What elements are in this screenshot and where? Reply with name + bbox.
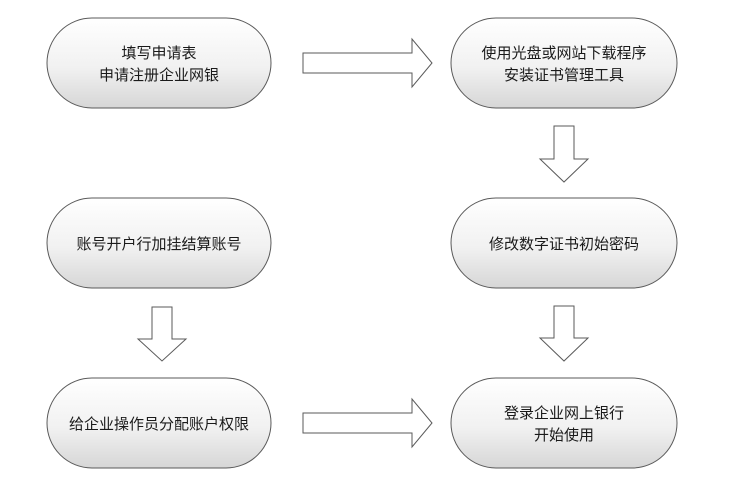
step-fill-form-line-1: 填写申请表 xyxy=(121,44,196,62)
step-fill-form-line-2: 申请注册企业网银 xyxy=(99,66,219,84)
step-fill-form: 填写申请表 申请注册企业网银 xyxy=(46,17,272,109)
step-bind-account: 账号开户行加挂结算账号 xyxy=(46,197,272,289)
step-install-tool: 使用光盘或网站下载程序 安装证书管理工具 xyxy=(450,17,678,109)
arrow-right-top xyxy=(302,37,433,89)
arrow-right-bottom xyxy=(302,397,433,449)
step-change-password-line-1: 修改数字证书初始密码 xyxy=(489,235,639,253)
step-bind-account-line-1: 账号开户行加挂结算账号 xyxy=(76,235,241,253)
step-install-tool-line-1: 使用光盘或网站下载程序 xyxy=(481,44,646,62)
step-login-bank-line-1: 登录企业网上银行 xyxy=(504,404,624,422)
step-install-tool-line-2: 安装证书管理工具 xyxy=(504,66,624,84)
step-login-bank-line-2: 开始使用 xyxy=(534,426,594,444)
step-login-bank: 登录企业网上银行 开始使用 xyxy=(450,377,678,469)
step-assign-permissions: 给企业操作员分配账户权限 xyxy=(46,377,272,469)
arrow-down-right-1 xyxy=(538,125,590,183)
step-assign-permissions-line-1: 给企业操作员分配账户权限 xyxy=(69,415,249,433)
arrow-down-left xyxy=(136,306,188,362)
step-change-password: 修改数字证书初始密码 xyxy=(450,197,678,289)
arrow-down-right-2 xyxy=(538,305,590,362)
